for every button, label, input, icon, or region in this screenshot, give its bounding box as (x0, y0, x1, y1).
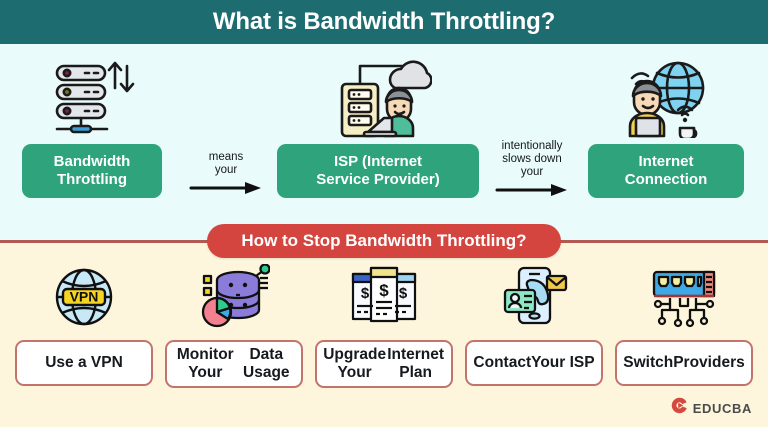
connector-label-line2: your (214, 164, 238, 176)
flow-node-label: Internet Connection (588, 144, 744, 198)
brand-logo: EDUCBA (671, 397, 752, 419)
page-title: What is Bandwidth Throttling? (212, 8, 556, 35)
connector-label-line1: means (208, 151, 244, 163)
svg-text:VPN: VPN (70, 289, 99, 305)
solution-card-label-line1: Upgrade Your (323, 346, 387, 381)
solution-card-label-line2: Providers (673, 354, 745, 371)
solution-card-label-line1: Contact (473, 354, 532, 371)
flow-node-bandwidth-throttling: Bandwidth Throttling (22, 52, 162, 198)
connector-label-line3: your (520, 166, 544, 178)
banner-title: How to Stop Bandwidth Throttling? (207, 224, 561, 258)
database-piechart-icon (184, 258, 284, 336)
solution-card-label: Monitor Your Data Usage (165, 340, 303, 388)
flow-node-label: Bandwidth Throttling (22, 144, 162, 198)
pricing-plans-icon: $ $ $ (334, 258, 434, 336)
flow-connector-slows-down: intentionally slows down your (480, 140, 584, 202)
solution-card-switch-providers[interactable]: Switch Providers (614, 258, 754, 398)
flow-node-label-line2: Throttling (57, 171, 127, 188)
solution-card-label-line2: Data Usage (243, 346, 290, 381)
flow-node-label-line2: Service Provider) (316, 171, 440, 188)
solution-card-contact-your-isp[interactable]: Contact Your ISP (464, 258, 604, 398)
solution-card-label-line2: Your ISP (531, 354, 595, 371)
solution-card-use-a-vpn[interactable]: VPN Use a VPN (14, 258, 154, 398)
solution-card-label-line1: Switch (623, 354, 674, 371)
solution-card-monitor-data-usage[interactable]: Monitor Your Data Usage (164, 258, 304, 398)
server-cloud-person-icon (323, 52, 433, 138)
solution-card-upgrade-internet-plan[interactable]: $ $ $ (314, 258, 454, 398)
header-bar: What is Bandwidth Throttling? (0, 0, 768, 44)
flow-connector-means-your: means your (178, 151, 274, 200)
solution-card-label: Switch Providers (615, 340, 753, 386)
arrow-right-icon (495, 183, 569, 202)
flow-node-label-line2: Connection (624, 171, 708, 188)
flow-node-internet-connection: Internet Connection (588, 52, 744, 198)
flow-node-label-line1: Internet (638, 153, 694, 170)
network-switch-icon (634, 258, 734, 336)
solution-card-label: Contact Your ISP (465, 340, 603, 386)
flow-node-isp: ISP (Internet Service Provider) (277, 52, 479, 198)
server-rack-icon (37, 52, 147, 138)
solution-card-label-line1: Monitor Your (176, 346, 234, 381)
logo-text: EDUCBA (692, 400, 752, 416)
svg-text:$: $ (399, 285, 408, 302)
solution-card-label-line1: Use a VPN (45, 354, 123, 371)
flow-node-label-line1: ISP (Internet (333, 153, 423, 170)
solution-card-label-line2: Internet Plan (387, 346, 445, 381)
solution-card-label: Upgrade Your Internet Plan (315, 340, 453, 388)
flow-node-label: ISP (Internet Service Provider) (277, 144, 479, 198)
flow-node-label-line1: Bandwidth (53, 153, 131, 170)
svg-text:$: $ (379, 281, 389, 300)
solution-card-label: Use a VPN (15, 340, 153, 386)
connector-label-line2: slows down (502, 153, 562, 165)
phone-contact-icon (484, 258, 584, 336)
solutions-card-row: VPN Use a VPN (0, 258, 768, 398)
globe-vpn-icon: VPN (34, 258, 134, 336)
svg-text:$: $ (361, 285, 370, 302)
section-banner: How to Stop Bandwidth Throttling? (0, 224, 768, 258)
connector-label-line1: intentionally (501, 140, 563, 152)
person-globe-wifi-icon (611, 52, 721, 138)
educba-logo-icon (671, 397, 688, 419)
flow-diagram: Bandwidth Throttling means your (0, 44, 768, 240)
arrow-right-icon (189, 181, 263, 200)
